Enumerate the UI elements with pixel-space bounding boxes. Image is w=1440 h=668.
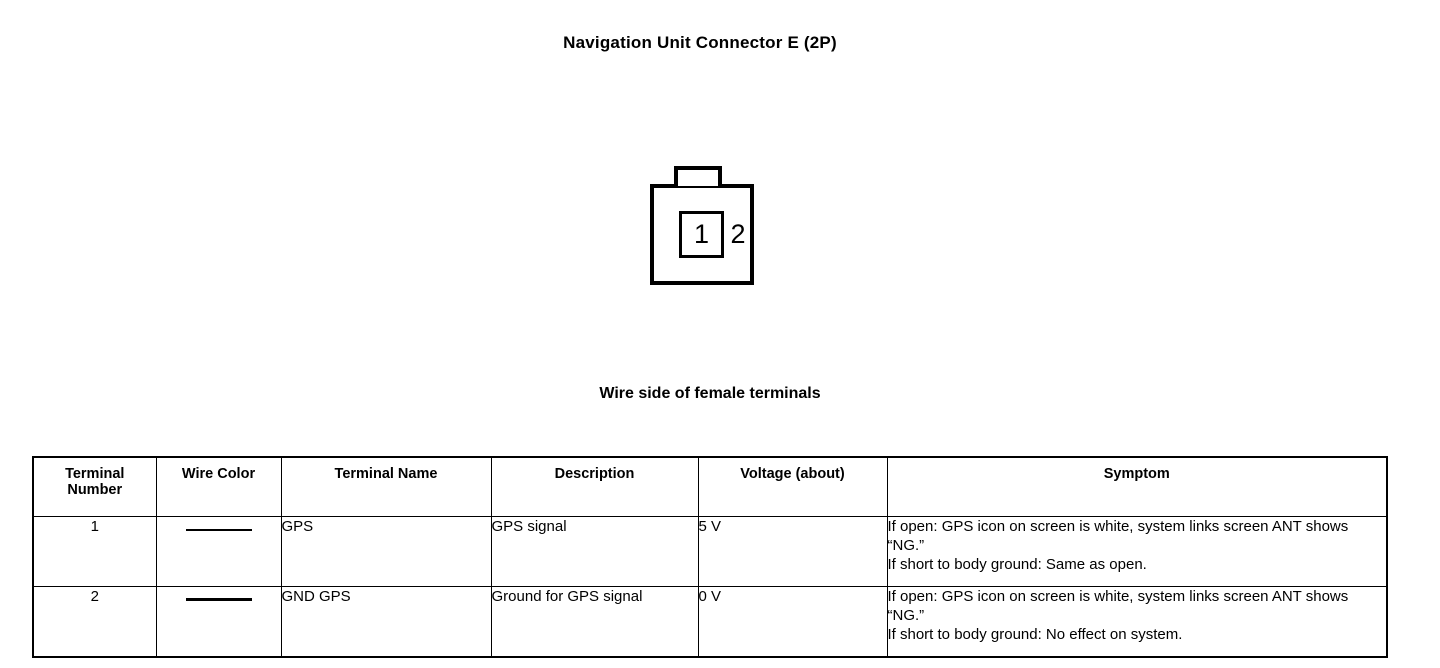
cell-terminal-number: 1 (32, 516, 157, 587)
column-header-symptom: Symptom (886, 456, 1388, 517)
column-header-wire-color: Wire Color (155, 456, 282, 517)
cell-description: GPS signal (490, 516, 699, 587)
figure-caption: Wire side of female terminals (599, 385, 821, 402)
connector-latch-tab-icon (674, 166, 722, 186)
table-row: 1 GPS GPS signal 5 V If open: GPS icon o… (32, 516, 1388, 587)
column-header-terminal-number: Terminal Number (32, 456, 157, 517)
column-header-voltage: Voltage (about) (697, 456, 888, 517)
cell-voltage: 0 V (697, 586, 888, 658)
terminal-table-container: Terminal Number Wire Color Terminal Name… (32, 456, 1388, 658)
terminal-2-number-label: 2 (730, 219, 746, 249)
cell-wire-color (155, 516, 282, 587)
cell-wire-color (155, 586, 282, 658)
column-header-terminal-number-line1: Terminal (65, 466, 125, 482)
table-row: 2 GND GPS Ground for GPS signal 0 V If o… (32, 586, 1388, 658)
cell-symptom: If open: GPS icon on screen is white, sy… (886, 516, 1388, 587)
page-title: Navigation Unit Connector E (2P) (563, 33, 837, 52)
cell-symptom: If open: GPS icon on screen is white, sy… (886, 586, 1388, 658)
table-header-row: Terminal Number Wire Color Terminal Name… (32, 456, 1388, 517)
cell-terminal-name: GND GPS (280, 586, 492, 658)
connector-diagram: 1 2 (645, 160, 765, 295)
terminal-1-number-label: 1 (693, 219, 710, 249)
cell-description: Ground for GPS signal (490, 586, 699, 658)
cell-voltage: 5 V (697, 516, 888, 587)
column-header-terminal-number-line2: Number (67, 482, 123, 499)
connector-body-outline-icon (650, 184, 754, 285)
cell-terminal-name: GPS (280, 516, 492, 587)
wire-color-line-icon (185, 529, 252, 531)
column-header-description: Description (490, 456, 699, 517)
wire-color-line-icon (185, 598, 252, 601)
cell-terminal-number: 2 (32, 586, 157, 658)
terminal-1-cavity-icon (679, 211, 724, 258)
column-header-terminal-name: Terminal Name (280, 456, 492, 517)
terminal-table: Terminal Number Wire Color Terminal Name… (32, 456, 1388, 658)
